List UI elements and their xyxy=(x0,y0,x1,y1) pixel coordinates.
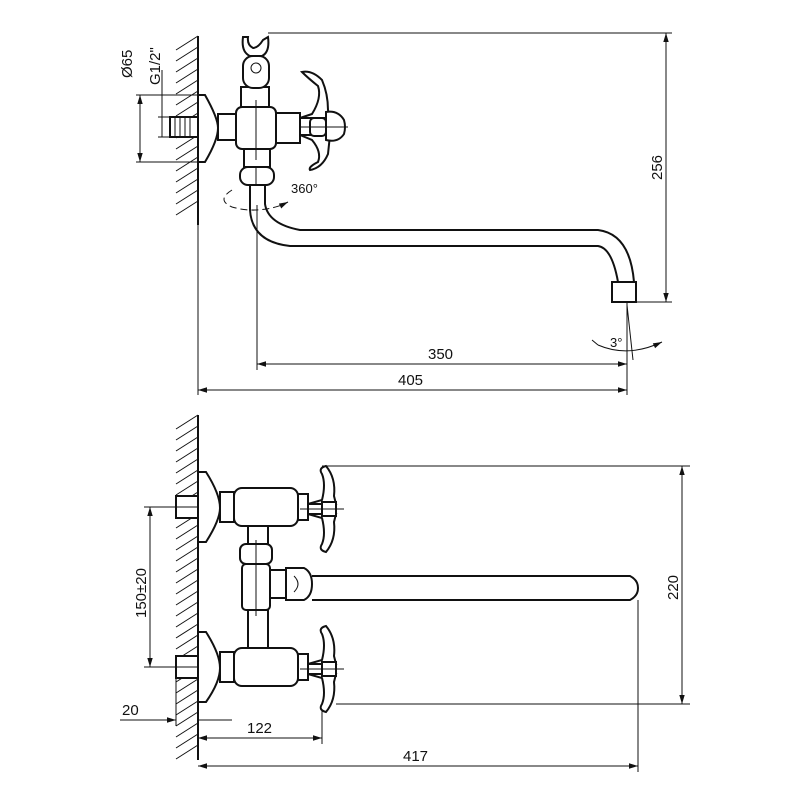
wall-hatch-line xyxy=(175,700,199,716)
wall-hatch-line xyxy=(175,189,199,205)
swivel-nut xyxy=(239,166,275,186)
wall-hatch-line xyxy=(175,601,199,617)
wall-hatch-line xyxy=(175,612,199,628)
dim-thread: G1/2" xyxy=(147,47,170,138)
wall-hatch-line xyxy=(175,414,199,430)
wall-hatch-line xyxy=(175,744,199,760)
wall-hatch-line xyxy=(175,524,199,540)
wall-hatch-line xyxy=(175,480,199,496)
wall-hatch-line xyxy=(175,200,199,216)
wall-hatch-line xyxy=(175,458,199,474)
wall-hatch-line xyxy=(175,590,199,606)
dim-center-distance: 150±20 xyxy=(133,506,198,668)
wall-hatch-line xyxy=(175,436,199,452)
wall-hatch-line xyxy=(175,145,199,161)
dim-height-side-label: 256 xyxy=(649,155,666,180)
dim-height-top-label: 220 xyxy=(665,575,682,600)
spout-top xyxy=(312,575,640,601)
wall-hatch-line xyxy=(175,546,199,562)
dim-wall-offset: 20 xyxy=(120,678,232,726)
rotation-label: 360° xyxy=(291,181,318,196)
wall-hatch-line xyxy=(175,535,199,551)
dim-body-depth: 122 xyxy=(198,710,323,744)
wall-hatch-line xyxy=(175,678,199,694)
wall-flange xyxy=(197,94,220,163)
wall-hatch-line xyxy=(175,733,199,749)
dim-spout-reach-label: 350 xyxy=(428,346,453,363)
dim-total-reach: 405 xyxy=(197,225,627,395)
wall-top-view xyxy=(175,414,199,760)
wall-hatch-line xyxy=(175,167,199,183)
wall-hatch-line xyxy=(175,447,199,463)
wall-hatch-line xyxy=(175,568,199,584)
wall-hatch-line xyxy=(175,178,199,194)
wall-hatch-line xyxy=(175,79,199,95)
dim-total-reach-label: 405 xyxy=(398,372,423,389)
wall-hatch-line xyxy=(175,68,199,84)
wall-hatch-line xyxy=(175,579,199,595)
wall-hatch-line xyxy=(175,46,199,62)
shower-holder xyxy=(241,35,270,89)
lower-valve xyxy=(175,624,344,714)
dim-thread-label: G1/2" xyxy=(147,47,164,85)
wall-hatch-line xyxy=(175,101,199,117)
rotation-indicator: 360° xyxy=(223,181,318,211)
wall-hatch-line xyxy=(175,156,199,172)
wall-hatch-line xyxy=(175,711,199,727)
wall-hatch-line xyxy=(175,722,199,738)
wall-hatch-line xyxy=(175,634,199,650)
spout-side xyxy=(249,185,637,303)
dim-angle: 3° xyxy=(591,304,663,361)
wall-hatch-line xyxy=(175,35,199,51)
dim-diameter-label: Ø65 xyxy=(119,50,136,78)
top-view: 150±20 220 20 122 417 xyxy=(120,414,690,772)
side-view: 360° Ø65 G1/2" 256 xyxy=(119,32,672,395)
dim-height-side: 256 xyxy=(268,32,672,303)
wall-hatch-line xyxy=(175,689,199,705)
dim-height-top: 220 xyxy=(322,465,690,705)
cross-handle-side xyxy=(299,70,348,172)
wall-hatch-line xyxy=(175,57,199,73)
faucet-body-side xyxy=(235,86,301,168)
dim-body-depth-label: 122 xyxy=(247,720,272,737)
wall-hatch-line xyxy=(175,425,199,441)
wall-hatch-line xyxy=(175,623,199,639)
shower-holder-top xyxy=(269,567,314,601)
dim-total-length: 417 xyxy=(198,600,639,772)
wall-hatch-line xyxy=(175,469,199,485)
dim-total-length-label: 417 xyxy=(403,748,428,765)
dim-spout-reach: 350 xyxy=(256,205,628,395)
wall-hatch-line xyxy=(175,90,199,106)
dim-angle-label: 3° xyxy=(610,335,622,350)
dim-wall-offset-label: 20 xyxy=(122,702,139,719)
wall-hatch-line xyxy=(175,557,199,573)
dim-diameter: Ø65 xyxy=(119,50,198,163)
center-body-top xyxy=(239,525,273,649)
dim-center-distance-label: 150±20 xyxy=(133,568,150,618)
